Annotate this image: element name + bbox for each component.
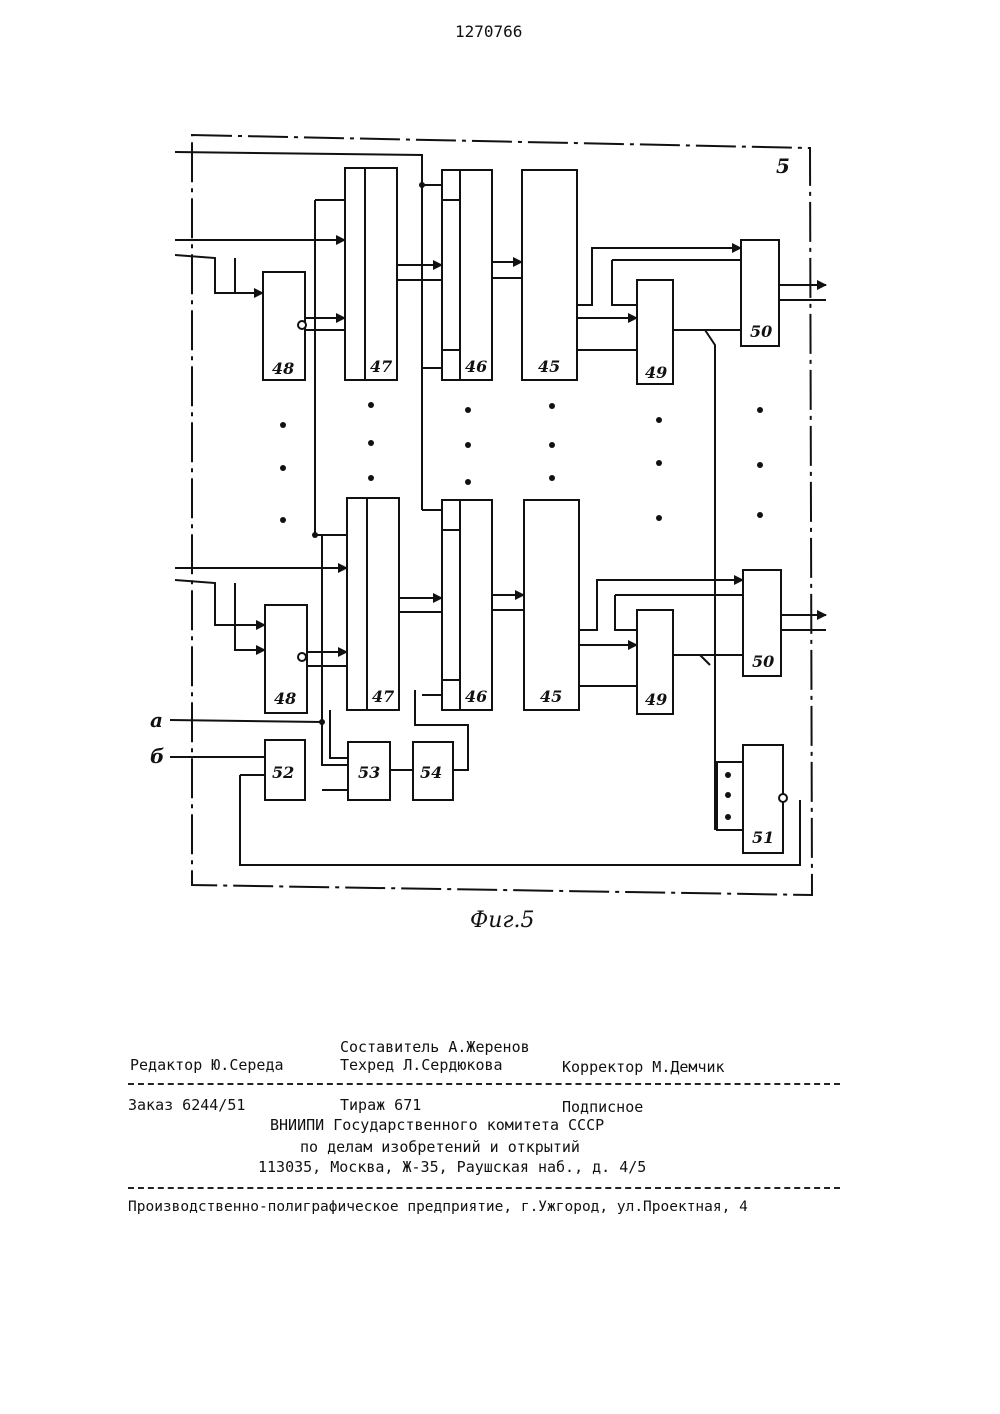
block-diagram: 5 48 47 46 45 49 50 48 47 46 45 49 50 52… <box>0 0 1000 960</box>
label-49-bottom: 49 <box>645 690 667 709</box>
label-45-bottom: 45 <box>540 687 562 706</box>
label-47-bottom: 47 <box>372 687 394 706</box>
input-b-label: б <box>150 744 164 768</box>
label-50-bottom: 50 <box>752 652 774 671</box>
label-48-bottom: 48 <box>274 689 296 708</box>
input-a-label: а <box>150 708 163 732</box>
imprint-circulation: Тираж 671 <box>340 1098 421 1113</box>
label-46-bottom: 46 <box>465 687 487 706</box>
imprint-order: Заказ 6244/51 <box>128 1098 245 1113</box>
label-50-top: 50 <box>750 322 772 341</box>
block-46-top <box>442 170 492 380</box>
label-47-top: 47 <box>370 357 392 376</box>
block-47-bottom <box>347 498 399 710</box>
imprint-rule-bottom <box>128 1187 840 1189</box>
block-45-top <box>522 170 577 380</box>
figure-caption: Фиг.5 <box>470 908 535 933</box>
label-49-top: 49 <box>645 363 667 382</box>
frame-label: 5 <box>776 154 790 178</box>
label-45-top: 45 <box>538 357 560 376</box>
imprint-printer: Производственно-полиграфическое предприя… <box>128 1200 748 1215</box>
block-45-bottom <box>524 500 579 710</box>
imprint-techred: Техред Л.Сердюкова <box>340 1058 503 1073</box>
label-53: 53 <box>358 763 380 782</box>
imprint-subscription: Подписное <box>562 1100 643 1115</box>
imprint-org-line2: по делам изобретений и открытий <box>300 1140 580 1155</box>
imprint-rule-top <box>128 1083 840 1085</box>
imprint-address: 113035, Москва, Ж-35, Раушская наб., д. … <box>258 1160 646 1175</box>
block-46-bottom <box>442 500 492 710</box>
imprint-corrector: Корректор М.Демчик <box>562 1060 725 1075</box>
label-46-top: 46 <box>465 357 487 376</box>
label-51: 51 <box>752 828 774 847</box>
imprint-editor: Редактор Ю.Середа <box>130 1058 284 1073</box>
label-54: 54 <box>420 763 442 782</box>
imprint-composer: Составитель А.Жеренов <box>340 1040 530 1055</box>
imprint-org-line1: ВНИИПИ Государственного комитета СССР <box>270 1118 604 1133</box>
label-48-top: 48 <box>272 359 294 378</box>
block-47-top <box>345 168 397 380</box>
label-52: 52 <box>272 763 294 782</box>
